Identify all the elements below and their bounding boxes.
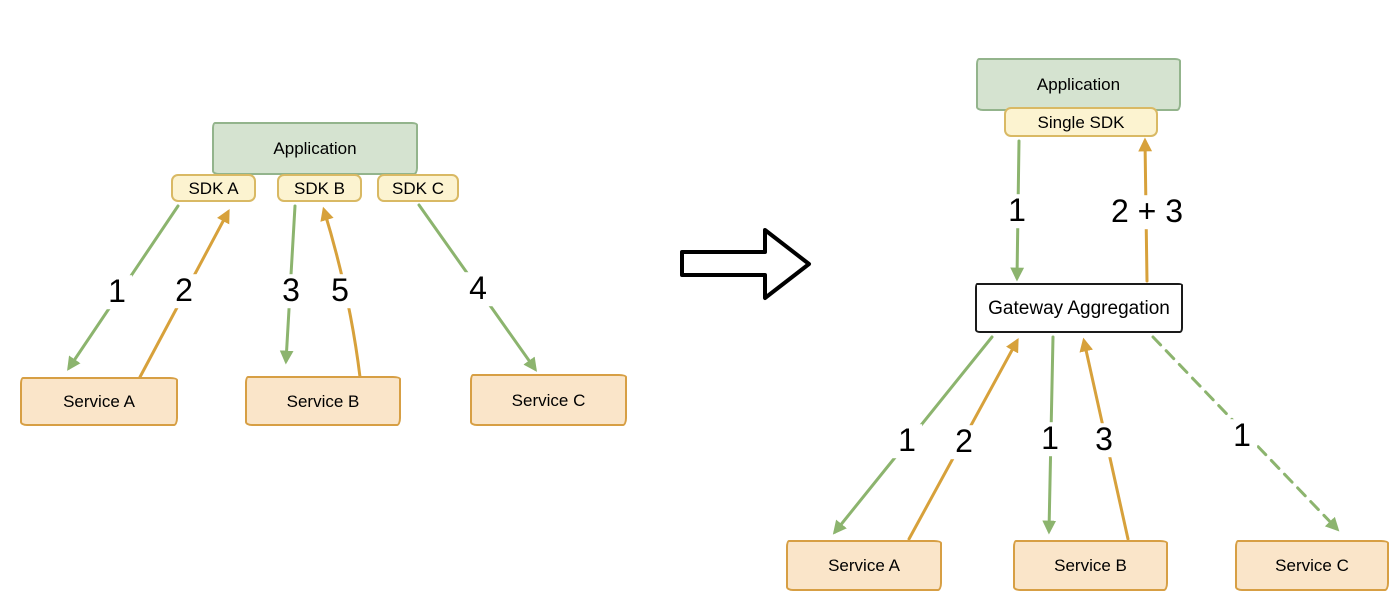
right-service-c-box: Service C xyxy=(1235,540,1389,591)
left-edge-label-service-b-response: 5 xyxy=(325,274,355,308)
transform-right-arrow-icon xyxy=(680,228,811,300)
left-sdk-a-box: SDK A xyxy=(171,174,256,202)
left-service-b-box: Service B xyxy=(245,376,401,426)
right-edge-label-gateway-to-sdk: 2 + 3 xyxy=(1104,195,1190,229)
right-edge-label-sdk-to-gateway: 1 xyxy=(1002,194,1032,228)
left-edge-label-service-b-request: 3 xyxy=(276,274,306,308)
left-service-c-box: Service C xyxy=(470,374,627,426)
gateway-aggregation-box: Gateway Aggregation xyxy=(975,283,1183,333)
right-edge-label-service-b-request: 1 xyxy=(1035,422,1065,456)
left-edge-label-service-a-request: 1 xyxy=(102,275,132,309)
right-edge-label-service-b-response: 3 xyxy=(1089,423,1119,457)
left-service-a-box: Service A xyxy=(20,377,178,426)
right-service-a-box: Service A xyxy=(786,540,942,591)
right-service-b-box: Service B xyxy=(1013,540,1168,591)
left-sdk-c-box: SDK C xyxy=(377,174,459,202)
left-edge-label-service-a-response: 2 xyxy=(169,274,199,308)
right-edge-label-service-c-request: 1 xyxy=(1227,419,1257,453)
right-edge-label-service-a-request: 1 xyxy=(892,424,922,458)
right-edge-label-service-a-response: 2 xyxy=(949,425,979,459)
left-sdk-b-box: SDK B xyxy=(277,174,362,202)
right-application-box: Application xyxy=(976,58,1181,111)
left-edge-label-service-c-request: 4 xyxy=(463,272,493,306)
right-single-sdk-box: Single SDK xyxy=(1004,107,1158,137)
left-application-box: Application xyxy=(212,122,418,175)
